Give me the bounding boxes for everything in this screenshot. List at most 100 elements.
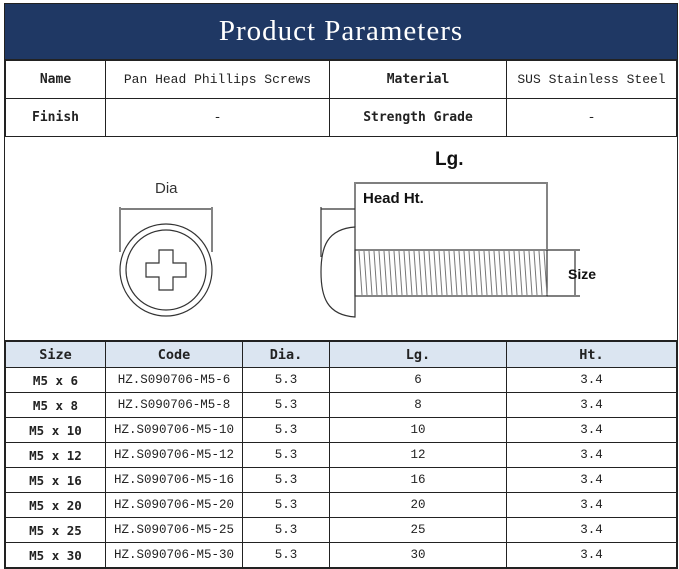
size-cell: M5 x 20 — [5, 492, 106, 518]
thread-line — [388, 250, 393, 296]
dia-cell: 5.3 — [242, 542, 330, 568]
thread-line — [453, 250, 458, 296]
column-header: Size — [5, 341, 106, 368]
thread-line — [523, 250, 528, 296]
column-header: Dia. — [242, 341, 330, 368]
dia-cell: 5.3 — [242, 367, 330, 393]
material-label: Material — [329, 60, 507, 99]
thread-line — [418, 250, 423, 296]
thread-line — [358, 250, 363, 296]
ht-cell: 3.4 — [506, 542, 677, 568]
thread-line — [488, 250, 493, 296]
thread-line — [468, 250, 473, 296]
dia-cell: 5.3 — [242, 492, 330, 518]
lg-label: Lg. — [435, 149, 464, 170]
column-header: Ht. — [506, 341, 677, 368]
thread-line — [373, 250, 378, 296]
size-cell: M5 x 12 — [5, 442, 106, 468]
thread-line — [513, 250, 518, 296]
lg-cell: 30 — [329, 542, 507, 568]
lg-cell: 16 — [329, 467, 507, 493]
thread-line — [443, 250, 448, 296]
finish-label: Finish — [5, 98, 106, 137]
dia-cell: 5.3 — [242, 442, 330, 468]
ht-cell: 3.4 — [506, 517, 677, 543]
dia-label: Dia — [155, 180, 178, 197]
size-cell: M5 x 8 — [5, 392, 106, 418]
thread-line — [473, 250, 478, 296]
name-value: Pan Head Phillips Screws — [105, 60, 330, 99]
strength-grade-value: - — [506, 98, 677, 137]
thread-line — [383, 250, 388, 296]
thread-line — [463, 250, 468, 296]
lg-cell: 12 — [329, 442, 507, 468]
size-cell: M5 x 10 — [5, 417, 106, 443]
thread-line — [503, 250, 508, 296]
ht-cell: 3.4 — [506, 417, 677, 443]
lg-cell: 8 — [329, 392, 507, 418]
head-ht-label: Head Ht. — [363, 190, 424, 207]
size-cell: M5 x 16 — [5, 467, 106, 493]
code-cell: HZ.S090706-M5-30 — [105, 542, 243, 568]
size-cell: M5 x 30 — [5, 542, 106, 568]
thread-line — [478, 250, 483, 296]
lg-cell: 20 — [329, 492, 507, 518]
thread-line — [493, 250, 498, 296]
screw-diagram: Dia Lg. Head Ht. Size — [119, 149, 596, 318]
code-cell: HZ.S090706-M5-6 — [105, 367, 243, 393]
name-label: Name — [5, 60, 106, 99]
thread-line — [538, 250, 543, 296]
thread-line — [403, 250, 408, 296]
lg-cell: 6 — [329, 367, 507, 393]
material-value: SUS Stainless Steel — [506, 60, 677, 99]
thread-line — [378, 250, 383, 296]
thread-line — [458, 250, 463, 296]
dia-cell: 5.3 — [242, 392, 330, 418]
thread-line — [543, 250, 548, 296]
code-cell: HZ.S090706-M5-8 — [105, 392, 243, 418]
code-cell: HZ.S090706-M5-20 — [105, 492, 243, 518]
thread-line — [518, 250, 523, 296]
size-label: Size — [568, 266, 596, 282]
lg-cell: 10 — [329, 417, 507, 443]
thread-line — [508, 250, 513, 296]
table-header-row: Size Code Dia. Lg. Ht. — [5, 341, 677, 368]
thread-line — [448, 250, 453, 296]
ht-cell: 3.4 — [506, 467, 677, 493]
thread-line — [393, 250, 398, 296]
code-cell: HZ.S090706-M5-16 — [105, 467, 243, 493]
thread-line — [408, 250, 413, 296]
thread-line — [483, 250, 488, 296]
thread-line — [368, 250, 373, 296]
dia-cell: 5.3 — [242, 467, 330, 493]
screw-drawing: Dia Lg. Head Ht. Size — [5, 137, 677, 341]
info-table: Name Pan Head Phillips Screws Material S… — [5, 60, 677, 137]
ht-cell: 3.4 — [506, 367, 677, 393]
thread-line — [413, 250, 418, 296]
code-cell: HZ.S090706-M5-12 — [105, 442, 243, 468]
dia-cell: 5.3 — [242, 417, 330, 443]
product-parameters-sheet: Product Parameters Name Pan Head Phillip… — [4, 3, 678, 569]
info-row: Name Pan Head Phillips Screws Material S… — [5, 60, 677, 99]
thread-line — [533, 250, 538, 296]
code-cell: HZ.S090706-M5-25 — [105, 517, 243, 543]
thread-line — [363, 250, 368, 296]
thread-line — [438, 250, 443, 296]
thread-line — [528, 250, 533, 296]
ht-cell: 3.4 — [506, 442, 677, 468]
size-cell: M5 x 25 — [5, 517, 106, 543]
ht-cell: 3.4 — [506, 392, 677, 418]
code-cell: HZ.S090706-M5-10 — [105, 417, 243, 443]
strength-grade-label: Strength Grade — [329, 98, 507, 137]
column-header: Lg. — [329, 341, 507, 368]
column-header: Code — [105, 341, 243, 368]
